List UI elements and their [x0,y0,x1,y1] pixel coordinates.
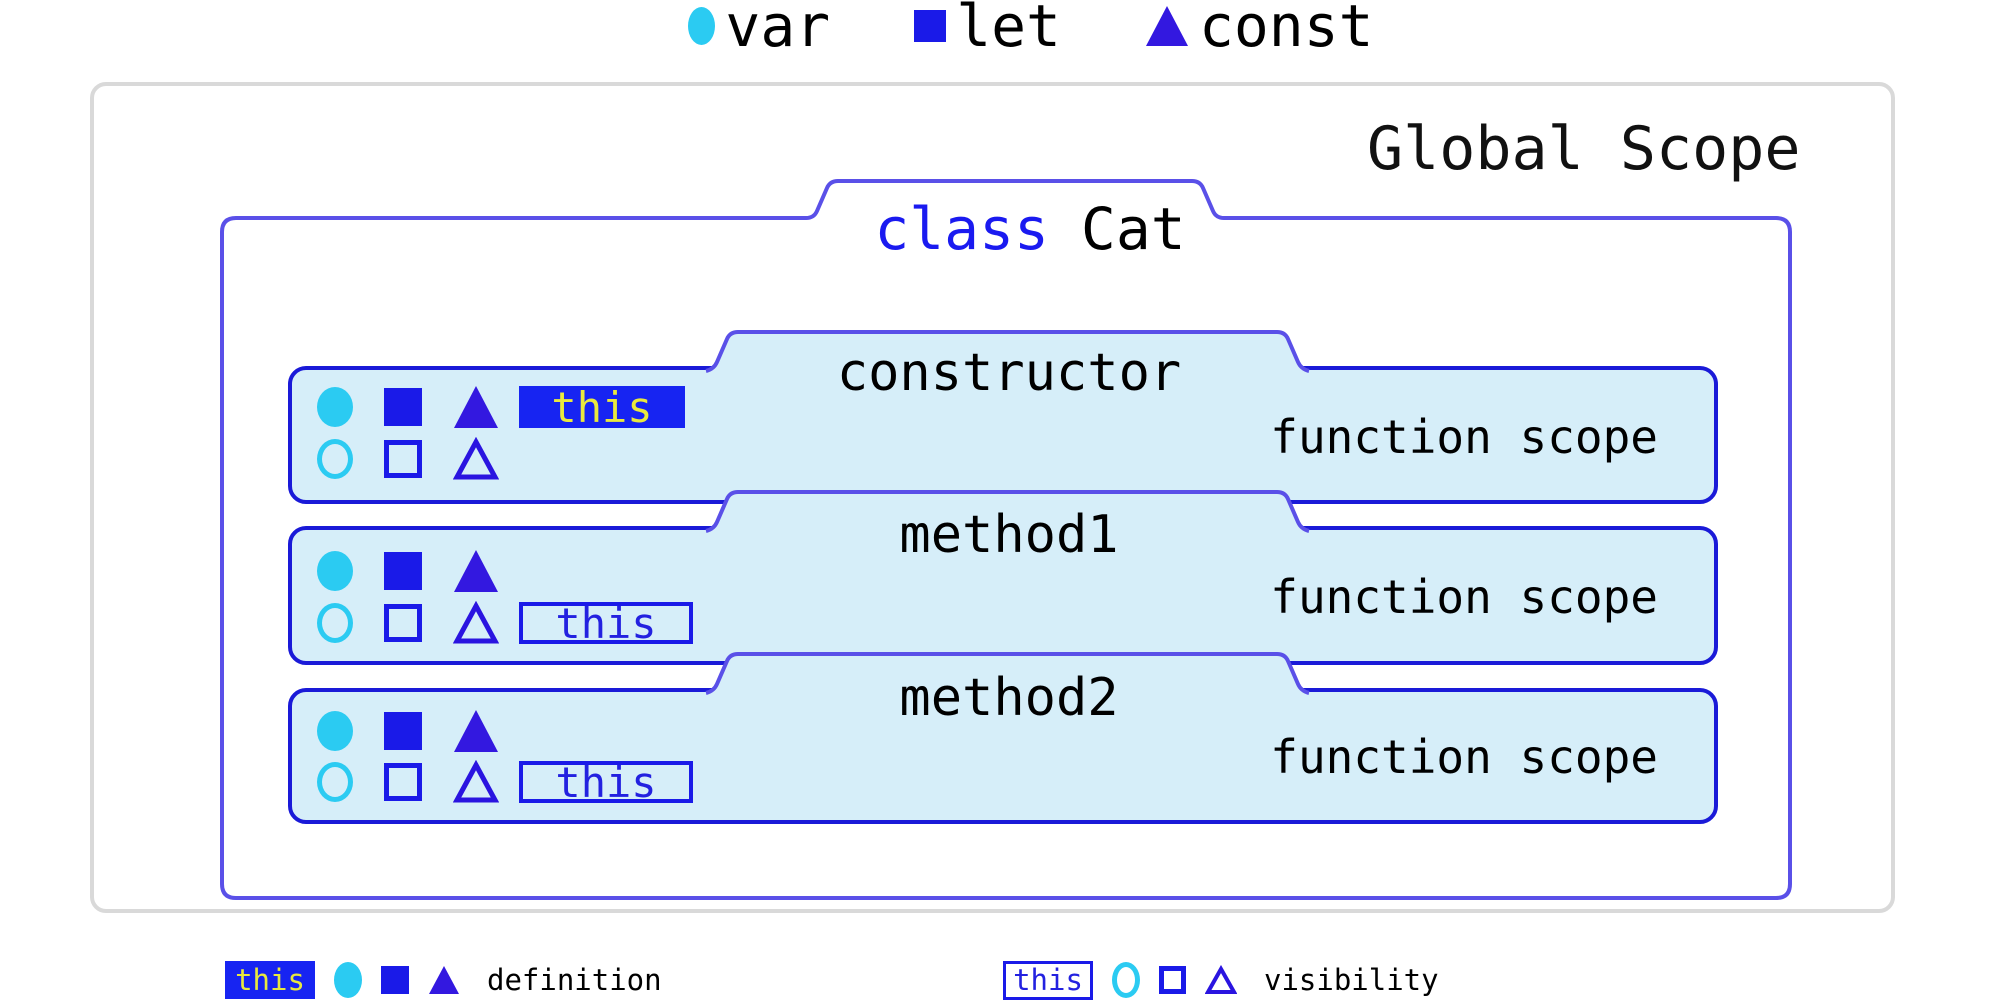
var-visibility-icon [317,439,353,479]
const-definition-legend-icon [429,966,459,994]
legend-top-let: let [914,0,1061,60]
var-circle-icon [688,7,716,45]
method2-visibility-row: this [317,758,693,807]
constructor-definition-row: this [317,383,685,432]
this-definition-badge: this [519,383,685,432]
var-visibility-icon [317,603,353,643]
method2-definition-row [317,708,499,754]
let-square-icon [914,10,947,42]
legend-top: var let const [0,0,1992,60]
constructor-tab-label: constructor [836,343,1182,403]
let-visibility-legend-icon [1159,966,1186,994]
visibility-legend-label: visibility [1264,963,1439,997]
legend-visibility: this visibility [1003,956,1439,1004]
constructor-scope-label: function scope [1270,410,1658,464]
const-visibility-legend-icon [1205,965,1237,994]
const-definition-icon [454,550,498,592]
method1-visibility-row: this [317,599,693,648]
this-visibility-legend-badge: this [1003,960,1093,1000]
legend-definition: this definition [225,956,662,1004]
var-visibility-legend-icon [1112,962,1140,998]
method1-scope-label: function scope [1270,570,1658,624]
method1-definition-row [317,548,499,594]
var-definition-icon [317,711,353,751]
const-visibility-icon [453,437,499,480]
const-triangle-icon [1145,6,1188,46]
let-visibility-icon [384,440,422,478]
const-definition-icon [454,710,498,752]
class-tab-label: class Cat [874,195,1185,263]
definition-legend-label: definition [487,963,662,997]
this-definition-legend-badge: this [225,961,315,999]
legend-top-const: const [1145,0,1374,60]
legend-let-label: let [956,0,1061,60]
const-visibility-icon [453,601,499,644]
legend-var-label: var [725,0,831,60]
this-visibility-badge: this [519,599,693,648]
class-keyword: class [874,195,1049,263]
constructor-visibility-row [317,436,499,482]
let-definition-icon [384,712,422,750]
let-definition-icon [384,552,422,590]
let-definition-legend-icon [381,966,409,994]
method2-tab-label: method2 [899,668,1119,728]
legend-const-label: const [1198,0,1374,60]
var-definition-icon [317,387,353,427]
class-name: Cat [1080,195,1186,263]
var-visibility-icon [317,762,353,802]
const-visibility-icon [453,760,499,803]
var-definition-icon [317,551,353,591]
const-definition-icon [454,386,498,428]
method1-tab-label: method1 [899,505,1119,565]
var-definition-legend-icon [334,962,362,998]
global-scope-title: Global Scope [1367,114,1801,184]
let-definition-icon [384,388,422,426]
this-visibility-badge: this [519,758,693,807]
legend-top-var: var [688,0,830,60]
let-visibility-icon [384,604,422,642]
method2-scope-label: function scope [1270,730,1658,784]
let-visibility-icon [384,763,422,801]
